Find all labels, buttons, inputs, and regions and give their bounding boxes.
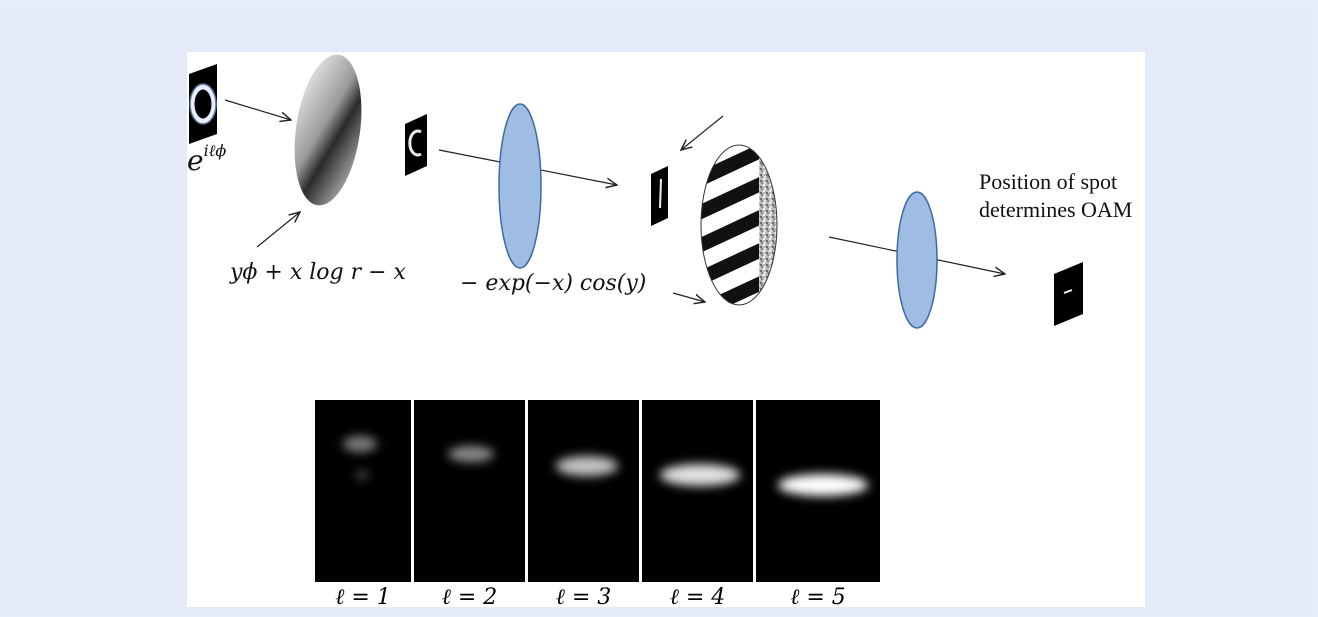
figure-frame: eiℓϕ yϕ + x log r − x − exp(−x) cos(y) P… — [5, 10, 1312, 612]
caption-line-1: Position of spot — [979, 168, 1132, 196]
panel-labels: ℓ = 1 ℓ = 2 ℓ = 3 ℓ = 4 ℓ = 5 — [315, 584, 883, 607]
beam-arrow-1 — [225, 100, 291, 120]
spot-blob — [660, 464, 740, 486]
pointer-arrow-mask-1 — [257, 212, 300, 247]
output-spot-image — [1054, 262, 1083, 326]
spot-panel-l2 — [414, 400, 525, 582]
input-mode-image — [189, 64, 217, 144]
lens-2 — [897, 192, 937, 328]
panel-label-l3: ℓ = 3 — [556, 584, 612, 607]
spot-panel-l3 — [528, 400, 639, 582]
phase-mask-1 — [286, 52, 371, 210]
spot-blob — [355, 470, 369, 480]
lens-1 — [499, 104, 541, 268]
spot-blob — [556, 456, 618, 476]
phase-mask-2-label: − exp(−x) cos(y) — [460, 271, 646, 296]
measurement-strip — [315, 400, 883, 582]
pointer-arrow-mask-2-top — [681, 116, 723, 150]
spot-panel-l1 — [315, 400, 411, 582]
panel-label-l1: ℓ = 1 — [335, 584, 391, 607]
caption: Position of spot determines OAM — [979, 168, 1132, 224]
panel-label-l4: ℓ = 4 — [670, 584, 726, 607]
phase-mask-2 — [643, 110, 843, 341]
spot-blob — [778, 474, 868, 496]
spot-panel-l4 — [642, 400, 753, 582]
transformed-mode-image — [405, 114, 427, 176]
input-mode-label: eiℓϕ — [187, 144, 226, 177]
panel-label-l2: ℓ = 2 — [442, 584, 498, 607]
phase-mask-1-label: yϕ + x log r − x — [230, 260, 406, 285]
pointer-arrow-mask-2 — [673, 293, 705, 302]
caption-line-2: determines OAM — [979, 196, 1132, 224]
spot-blob — [448, 446, 494, 462]
figure-canvas: eiℓϕ yϕ + x log r − x − exp(−x) cos(y) P… — [187, 52, 1145, 607]
spot-panel-l5 — [756, 400, 880, 582]
panel-label-l5: ℓ = 5 — [790, 584, 846, 607]
focused-line-image — [651, 166, 668, 226]
spot-blob — [343, 436, 377, 452]
